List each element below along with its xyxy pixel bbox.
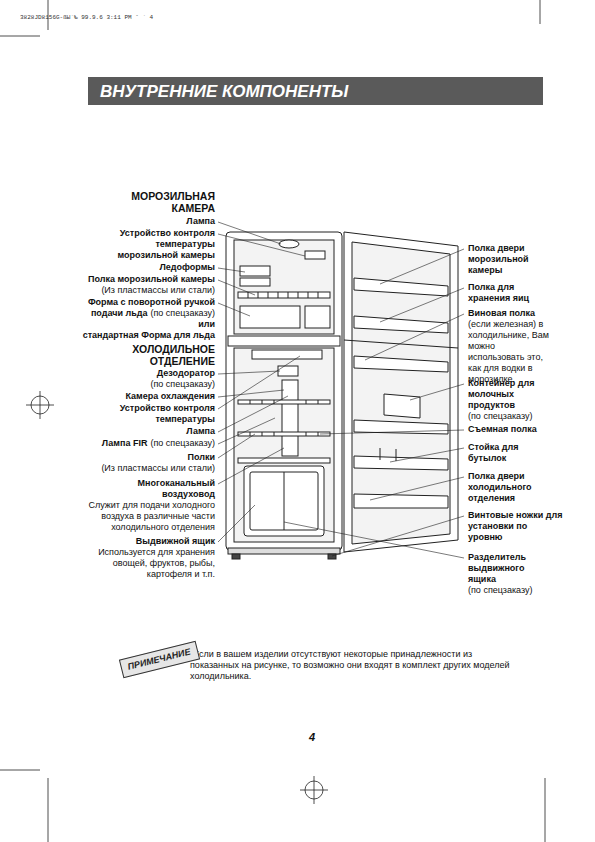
part-label: Используется для хранения овощей, фрукто…	[85, 547, 215, 580]
note-label: ПРИМЕЧАНИЕ	[127, 646, 192, 672]
part-label: Съемная полка	[468, 424, 558, 435]
callout-label: Полка для хранения яиц	[468, 282, 540, 304]
callout-label: Дезодоратор(по спецзаказу)	[85, 368, 215, 390]
part-label: (Из пластмассы или стали)	[65, 285, 215, 296]
callout-label: Лампа FIR(по спецзаказу)	[65, 438, 215, 449]
part-label: Полки	[65, 452, 215, 463]
part-label: (по спецзаказу)	[150, 308, 215, 318]
callout-label: Съемная полка	[468, 424, 558, 435]
part-label: Устройство контроля температуры морозиль…	[105, 228, 215, 261]
part-label: Разделитель выдвижного ящика	[468, 552, 550, 585]
part-label: (если железная) в холодильнике, Вам можн…	[468, 319, 553, 385]
callout-label: Полка двери морозильной камеры	[468, 243, 540, 276]
print-slug: 3828JD8156G-ßЫ`‰ 99.9.6 3:11 PM ˘ ` 4	[20, 14, 320, 22]
callout-label: Винтовые ножки для установки по уровню	[468, 510, 563, 543]
callout-label: Многоканальный воздуховодСлужит для пода…	[85, 478, 215, 533]
note-stamp: ПРИМЕЧАНИЕ	[119, 641, 200, 679]
part-label: Лампа	[105, 216, 215, 227]
callout-label: Форма с поворотной ручкой подачи льда(по…	[63, 297, 215, 341]
part-label: Ледоформы	[85, 262, 215, 273]
callout-label: •Если в вашем изделии отсутствуют некото…	[190, 649, 520, 682]
part-label: стандартная Форма для льда	[63, 330, 215, 341]
callout-label: МОРОЗИЛЬНАЯ КАМЕРА	[105, 190, 215, 214]
part-label: (по спецзаказу)	[468, 411, 550, 422]
part-label: Лампа FIR	[102, 438, 148, 448]
part-label: (по спецзаказу)	[468, 585, 550, 596]
leader-lines	[218, 222, 464, 558]
part-label: (по спецзаказу)	[150, 438, 215, 448]
part-label: Стойка для бутылок	[468, 442, 540, 464]
part-label: Винтовые ножки для установки по уровню	[468, 510, 563, 543]
callout-label: Камера охлаждения	[85, 391, 215, 402]
part-label: Полка для хранения яиц	[468, 282, 540, 304]
callout-label: Устройство контроля температуры	[103, 403, 215, 425]
part-label: (по спецзаказу)	[85, 379, 215, 390]
callout-label: Устройство контроля температуры морозиль…	[105, 228, 215, 261]
part-label: Устройство контроля температуры	[103, 403, 215, 425]
callout-label: Ледоформы	[85, 262, 215, 273]
part-label: Полка двери морозильной камеры	[468, 243, 540, 276]
callout-label: Лампа	[85, 426, 215, 437]
callout-label: Разделитель выдвижного ящика(по спецзака…	[468, 552, 550, 596]
part-label: Служит для подачи холодного воздуха в ра…	[85, 500, 215, 533]
part-label: Полка морозильной камеры	[65, 274, 215, 285]
part-label: или	[63, 319, 215, 330]
callout-label: Полки(Из пластмассы или стали)	[65, 452, 215, 474]
title-band: ВНУТРЕННИЕ КОМПОНЕНТЫ	[88, 77, 543, 105]
part-label: Дезодоратор	[85, 368, 215, 379]
callout-label: Выдвижной ящикИспользуется для хранения …	[85, 536, 215, 580]
part-label: Лампа	[85, 426, 215, 437]
part-label: Контейнер для молочных продуктов	[468, 378, 550, 411]
fridge-cabinet	[226, 232, 342, 559]
fridge-door	[344, 232, 458, 552]
callout-label: ХОЛОДИЛЬНОЕ ОТДЕЛЕНИЕ	[105, 343, 215, 367]
part-label: (Из пластмассы или стали)	[65, 463, 215, 474]
callout-label: Контейнер для молочных продуктов(по спец…	[468, 378, 550, 422]
callout-label: Полка морозильной камеры(Из пластмассы и…	[65, 274, 215, 296]
section-heading: ХОЛОДИЛЬНОЕ ОТДЕЛЕНИЕ	[105, 343, 215, 367]
crop-marks	[0, 0, 545, 842]
part-label: Выдвижной ящик	[85, 536, 215, 547]
callout-label: Полка двери холодильного отделения	[468, 471, 550, 504]
callout-label: Стойка для бутылок	[468, 442, 540, 464]
page-title: ВНУТРЕННИЕ КОМПОНЕНТЫ	[100, 82, 348, 101]
callout-label: Виновая полка(если железная) в холодильн…	[468, 308, 553, 385]
part-label: Многоканальный воздуховод	[85, 478, 215, 500]
callout-label: 4	[309, 731, 329, 744]
part-label: •Если в вашем изделии отсутствуют некото…	[190, 649, 520, 682]
part-label: Камера охлаждения	[85, 391, 215, 402]
part-label: Виновая полка	[468, 308, 553, 319]
section-heading: МОРОЗИЛЬНАЯ КАМЕРА	[105, 190, 215, 214]
part-label: Полка двери холодильного отделения	[468, 471, 550, 504]
callout-label: Лампа	[105, 216, 215, 227]
page-number: 4	[309, 731, 329, 744]
callout-label: 3828JD8156G-ßЫ`‰ 99.9.6 3:11 PM ˘ ` 4	[20, 14, 320, 22]
